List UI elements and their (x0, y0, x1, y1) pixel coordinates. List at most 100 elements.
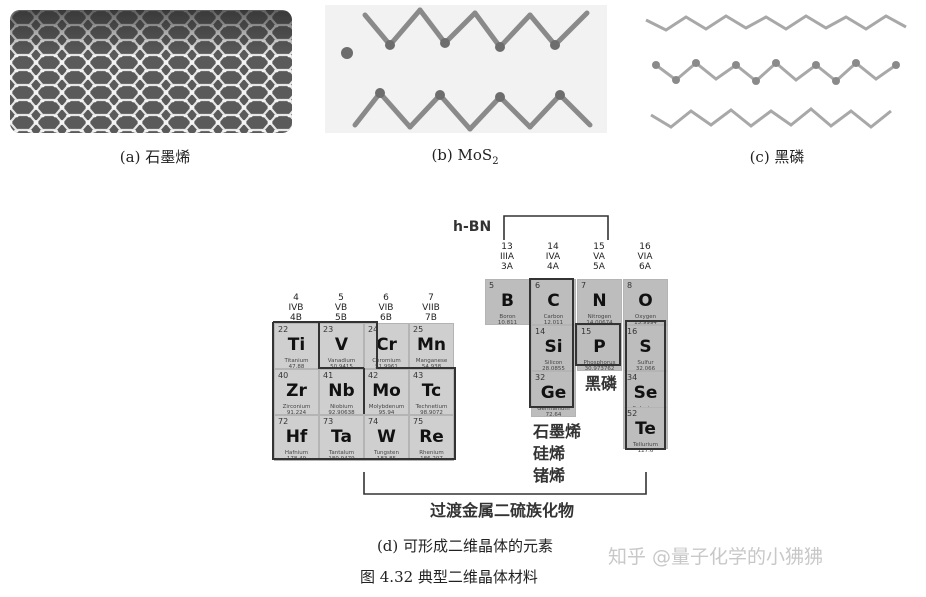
graphene-image (10, 10, 292, 133)
atomic-number: 24 (368, 325, 379, 334)
element-name: Manganese (415, 358, 448, 364)
atomic-number: 22 (278, 325, 289, 334)
element-name: Zirconium (282, 404, 311, 410)
element-mass: 28.0855 (542, 366, 565, 372)
element-name: Titanium (284, 358, 309, 364)
atomic-number: 34 (627, 373, 638, 382)
element-symbol: Ge (540, 383, 567, 403)
element-symbol: V (334, 335, 349, 355)
atomic-number: 7 (581, 281, 587, 290)
atomic-number: 6 (535, 281, 541, 290)
element-symbol: Tc (421, 381, 442, 401)
element-name: Tantalum (328, 450, 355, 456)
black-phosphorus-structure-svg (645, 14, 907, 129)
atomic-number: 32 (535, 373, 546, 382)
atomic-number: 5 (489, 281, 495, 290)
atomic-number: 14 (535, 327, 546, 336)
element-name: Rhenium (419, 450, 444, 456)
element-symbol: B (501, 291, 514, 311)
element-symbol: N (592, 291, 607, 311)
element-name: Germanium (537, 406, 570, 412)
element-symbol: Ta (331, 427, 352, 447)
group14-highlight-box (529, 278, 574, 408)
element-symbol: Se (633, 383, 658, 403)
element-symbol: Ti (287, 335, 306, 355)
element-name: Tungsten (374, 450, 399, 456)
element-mass: 15.9994 (634, 320, 657, 326)
element-mass: 32.066 (635, 366, 656, 372)
group-roman: VIIB (422, 303, 440, 313)
group-number: 5 (338, 293, 344, 303)
element-mass: 98.9072 (420, 410, 443, 416)
group-number: 14 (547, 242, 559, 252)
group-alt: 5A (593, 262, 605, 272)
atomic-number: 75 (413, 417, 424, 426)
element-name: Sulfur (637, 360, 654, 366)
element-symbol: W (377, 427, 396, 447)
element-name: Nitrogen (587, 314, 612, 320)
panel-c-caption: (c) 黑磷 (749, 148, 805, 166)
atomic-number: 42 (368, 371, 379, 380)
atomic-number: 16 (627, 327, 638, 336)
chalcogen-highlight-box (625, 320, 666, 450)
element-symbol: Zr (286, 381, 307, 401)
mos2-structure-svg (341, 7, 593, 132)
group-number: 6 (383, 293, 389, 303)
element-symbol: Cr (376, 335, 397, 355)
element-mass: 92.90638 (328, 410, 355, 416)
mos2-image (325, 5, 607, 133)
group-number: 13 (501, 242, 513, 252)
panel-b-caption: (b) MoS2 (410, 146, 520, 167)
element-mass: 30.973762 (584, 366, 615, 372)
element-mass: 95.94 (378, 410, 395, 416)
element-name: Vanadium (327, 358, 356, 364)
group-roman: VIA (637, 252, 653, 262)
group-number: 7 (428, 293, 434, 303)
element-mass: 91.224 (286, 410, 307, 416)
atomic-number: 23 (323, 325, 334, 334)
graphene-label: 石墨烯 (533, 422, 582, 441)
element-symbol: C (547, 291, 560, 311)
group-roman: VIB (378, 303, 394, 313)
element-symbol: S (639, 337, 652, 357)
group-roman: IIIA (499, 252, 515, 262)
element-name: Tellurium (633, 442, 658, 448)
group-roman: IVA (545, 252, 561, 262)
element-name: Carbon (543, 314, 564, 320)
panel-a-caption: (a) 石墨烯 (119, 148, 191, 166)
group-alt: 4A (547, 262, 559, 272)
element-mass: 127.6 (637, 448, 654, 454)
silicene-label: 硅烯 (533, 444, 566, 463)
element-symbol: P (593, 337, 606, 357)
panel-b-caption-sub: 2 (492, 156, 499, 167)
tmd-label: 过渡金属二硫族化物 (430, 501, 575, 520)
element-name: Hafnium (284, 450, 309, 456)
figure-caption: 图 4.32 典型二维晶体材料 (360, 568, 538, 586)
element-mass: 72.64 (545, 412, 562, 418)
group-number: 16 (639, 242, 651, 252)
element-symbol: Si (544, 337, 563, 357)
atomic-number: 41 (323, 371, 334, 380)
